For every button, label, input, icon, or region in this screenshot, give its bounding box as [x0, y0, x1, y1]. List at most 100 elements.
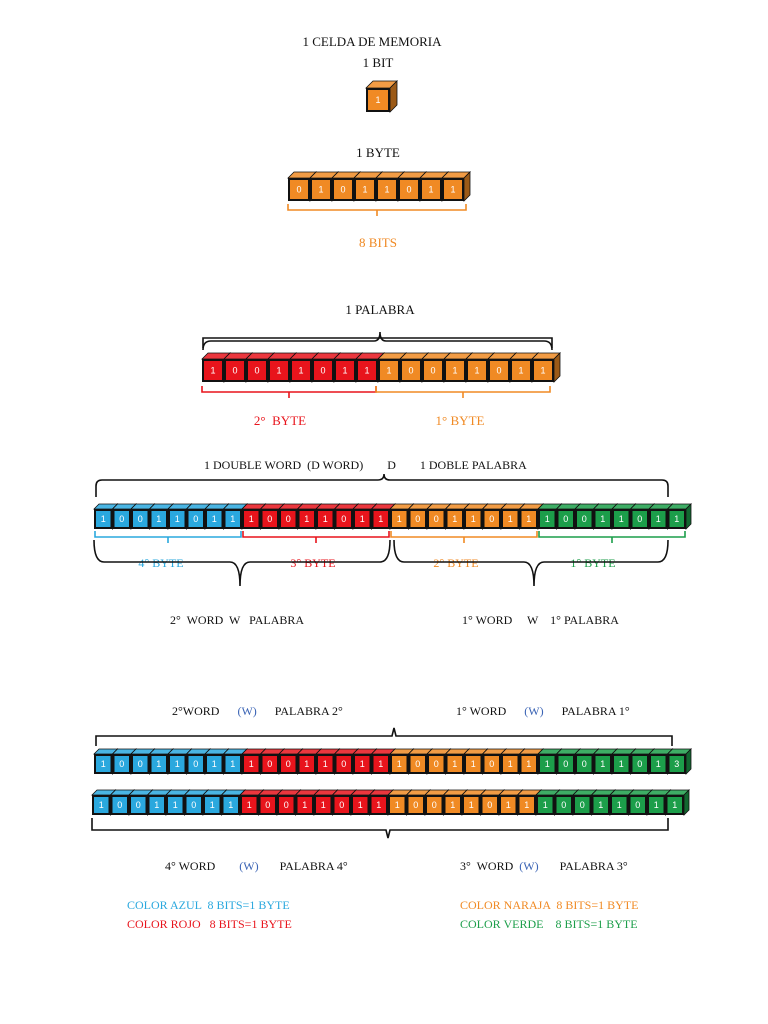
word-byte1-bit7: 1 — [531, 352, 561, 383]
row1-byte0-bit6-value: 1 — [212, 759, 217, 769]
dword-byte1-bit6-value: 1 — [360, 514, 365, 524]
dword-byte0-bit0-value: 1 — [101, 514, 106, 524]
dword-byte0-bit4-value: 1 — [175, 514, 180, 524]
dword-byte3-bit7-value: 1 — [674, 514, 679, 524]
row1-byte2-bit1-value: 0 — [415, 759, 420, 769]
dword-title: 1 DOUBLE WORD (D WORD) D 1 DOBLE PALABRA — [204, 458, 527, 472]
bit-label: 1 BIT — [362, 55, 394, 70]
legend-red: COLOR ROJO 8 BITS=1 BYTE — [127, 917, 292, 931]
row1-byte2-bit0-value: 1 — [397, 759, 402, 769]
row2-byte3-bit5-value: 0 — [635, 800, 640, 810]
word-top-line — [202, 337, 553, 348]
row2-byte2-bit4-value: 1 — [469, 800, 474, 810]
row1-byte2-bit3-value: 1 — [452, 759, 457, 769]
single-bit-cube-value: 1 — [375, 95, 380, 105]
top-left-word-caption: 2°WORD (W) PALABRA 2° — [172, 704, 343, 718]
single-bit-cube: 1 — [365, 80, 398, 113]
row2-byte2-bit1-value: 0 — [413, 800, 418, 810]
dword-byte3-bit2-value: 0 — [582, 514, 587, 524]
row2-byte3-bit0-value: 1 — [543, 800, 548, 810]
word-byte1-bit3-value: 1 — [452, 366, 457, 376]
dword-byte1-bit3-value: 1 — [304, 514, 309, 524]
row1-byte1-bit6-value: 1 — [360, 759, 365, 769]
row1-byte3-bit0: 1 — [537, 748, 563, 775]
row1-byte0-bit2: 0 — [130, 748, 156, 775]
word-byte0-bit7-value: 1 — [364, 366, 369, 376]
row2-byte0-bit3-value: 1 — [154, 800, 159, 810]
row2-byte1-bit4-value: 1 — [321, 800, 326, 810]
word-byte1-bit1: 0 — [399, 352, 429, 383]
dword-word2-brace — [93, 539, 391, 587]
dword-word1-brace — [393, 539, 669, 587]
rows-bottom-brace — [91, 818, 669, 839]
rows-top-brace — [95, 727, 673, 746]
row1-byte0-bit0-value: 1 — [101, 759, 106, 769]
dword-byte2-bit6-value: 1 — [508, 514, 513, 524]
row2-byte2-bit6-value: 1 — [506, 800, 511, 810]
row1-byte1-bit1-value: 0 — [267, 759, 272, 769]
dword-byte0-bit5-value: 0 — [193, 514, 198, 524]
dword-byte2-bit5-value: 0 — [489, 514, 494, 524]
dword-byte2-bit0: 1 — [389, 503, 415, 530]
word-byte0-bit5-value: 0 — [320, 366, 325, 376]
dword-byte1-bit1-value: 0 — [267, 514, 272, 524]
row1-byte3-bit5-value: 0 — [637, 759, 642, 769]
word2-caption: 2° WORD W PALABRA — [170, 613, 305, 627]
word-byte0-bit4-value: 1 — [298, 366, 303, 376]
row2-byte0-bit0-value: 1 — [99, 800, 104, 810]
word-byte0-bit1-value: 0 — [232, 366, 237, 376]
row1-byte1-bit5: 0 — [333, 748, 359, 775]
byte-byte0-bit7: 1 — [441, 171, 471, 202]
dword-byte2-bit2-value: 0 — [434, 514, 439, 524]
word-byte0-bit3: 1 — [267, 352, 297, 383]
row1-byte2-bit6-value: 1 — [508, 759, 513, 769]
word-byte0-bit0-value: 1 — [210, 366, 215, 376]
dword-byte3-bit7: 1 — [666, 503, 692, 530]
dword-byte1-label: 1° BYTE — [570, 556, 616, 570]
row2-byte1-bit2-value: 0 — [284, 800, 289, 810]
row2-byte3-bit3-value: 1 — [598, 800, 603, 810]
word-byte1-bit0-value: 1 — [386, 366, 391, 376]
word-byte2-bracket — [201, 386, 377, 398]
row2-byte2-bit2-value: 0 — [432, 800, 437, 810]
row1-byte2-bit2-value: 0 — [434, 759, 439, 769]
row1-byte1-bit5-value: 0 — [341, 759, 346, 769]
row2-byte3-bit2-value: 0 — [580, 800, 585, 810]
row1-byte3-bit7-value: 3 — [674, 759, 679, 769]
row2-byte0-bit4-value: 1 — [173, 800, 178, 810]
word-byte1-bit6-value: 1 — [518, 366, 523, 376]
dword-byte2-bit3-value: 1 — [452, 514, 457, 524]
word-byte0-bit3-value: 1 — [276, 366, 281, 376]
row1-byte0-bit3-value: 1 — [156, 759, 161, 769]
dword-byte2-bracket — [390, 531, 538, 543]
dword-byte1-bit2: 0 — [278, 503, 304, 530]
row2-byte1-bit7-value: 1 — [376, 800, 381, 810]
dword-byte3-bit4-value: 1 — [619, 514, 624, 524]
dword-byte0-bit1-value: 0 — [119, 514, 124, 524]
byte-byte0-bit1-value: 1 — [318, 185, 323, 195]
row1-byte3-bit7: 3 — [666, 748, 692, 775]
dword-byte4-label: 4° BYTE — [138, 556, 184, 570]
dword-byte1-bit5-value: 0 — [341, 514, 346, 524]
row2-byte1-bit0-value: 1 — [247, 800, 252, 810]
dword-byte0-bit2-value: 0 — [138, 514, 143, 524]
dword-byte1-bit4-value: 1 — [323, 514, 328, 524]
dword-byte3-bit6-value: 1 — [656, 514, 661, 524]
row2-byte2-bit5-value: 0 — [487, 800, 492, 810]
byte-byte0-bit5-value: 0 — [406, 185, 411, 195]
row1-byte1-bit7-value: 1 — [378, 759, 383, 769]
word-byte1-bracket — [375, 386, 551, 398]
word-byte1-bit1-value: 0 — [408, 366, 413, 376]
row2-byte2-bit3-value: 1 — [450, 800, 455, 810]
row1-byte0-bit5-value: 0 — [193, 759, 198, 769]
row2-byte1-bit1-value: 0 — [265, 800, 270, 810]
dword-byte3-bit5-value: 0 — [637, 514, 642, 524]
row1-byte3-bit4-value: 1 — [619, 759, 624, 769]
row2-byte1-bit5-value: 0 — [339, 800, 344, 810]
row2-byte2-bit0: 1 — [387, 789, 413, 816]
row1-byte1-bit2-value: 0 — [286, 759, 291, 769]
byte-title: 1 BYTE — [356, 145, 400, 160]
row1-byte3-bit6-value: 1 — [656, 759, 661, 769]
row1-byte3-bit2-value: 0 — [582, 759, 587, 769]
